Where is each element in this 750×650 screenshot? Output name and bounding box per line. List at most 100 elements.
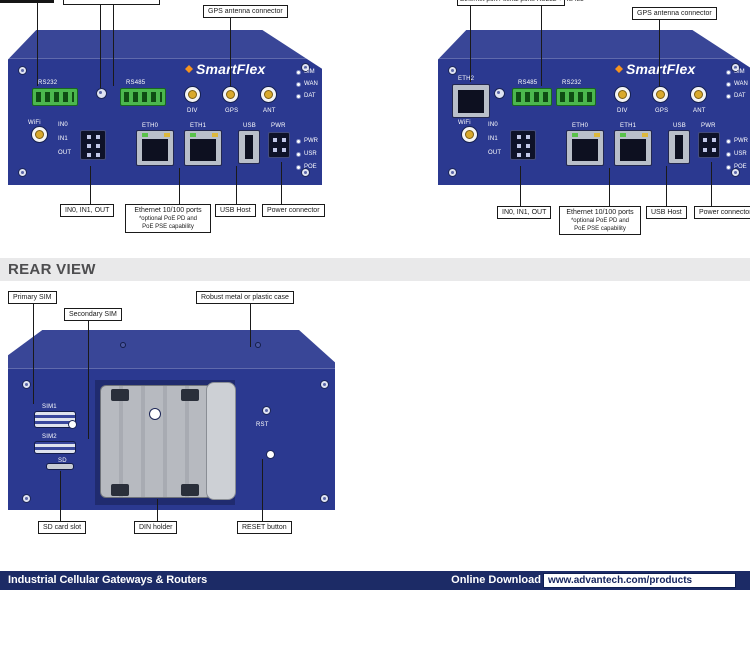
out-label: OUT [488, 150, 502, 156]
callout-ethernet-line3: PoE PSE capability [574, 226, 626, 232]
led-label: POE [304, 164, 317, 170]
led-dot-icon [296, 151, 301, 157]
din-holder-bracket [100, 385, 212, 498]
callout-gps-antenna: GPS antenna connector [632, 7, 717, 20]
footer-url-link[interactable]: www.advantech.com/products [543, 573, 736, 588]
screw-icon [120, 342, 126, 348]
callout-primary-sim: Primary SIM [8, 291, 57, 304]
pwr-label: PWR [271, 123, 286, 129]
screw-icon [22, 380, 31, 389]
callout-line [609, 168, 610, 206]
eth1-port [184, 130, 222, 166]
bracket-slot [111, 484, 129, 496]
callout-line [113, 4, 114, 86]
callout-line [281, 162, 282, 204]
led-label: POE [734, 164, 747, 170]
smartflex-logo: SmartFlex [615, 62, 696, 76]
callout-line [37, 2, 38, 86]
screw-icon [22, 494, 31, 503]
screw-icon [18, 66, 27, 75]
callout-ethernet: Ethernet 10/100 ports *optional PoE PD a… [125, 204, 211, 233]
callout-ethernet-line1: Ethernet 10/100 ports [134, 207, 202, 214]
io-connector [80, 130, 106, 160]
front-device-left: RS232 RS485 SmartFlex DIV GPS ANT SIM WA… [8, 30, 322, 185]
screw-icon [320, 494, 329, 503]
screw-icon [731, 168, 740, 177]
callout-line [236, 166, 237, 204]
callout-sd-card-slot: SD card slot [38, 521, 87, 534]
callout-ethernet-line2: *optional PoE PD and [570, 218, 630, 224]
led-dot-icon [726, 164, 731, 170]
callout-line [541, 5, 542, 86]
callout-line [100, 4, 101, 88]
rs485-terminal-block [512, 88, 552, 106]
eth1-port [614, 130, 652, 166]
wifi-antenna-connector [461, 126, 478, 143]
callout-line [33, 301, 34, 404]
screw-icon [448, 66, 457, 75]
eth0-port [136, 130, 174, 166]
led-label: SIM [304, 69, 315, 75]
rear-view-title: REAR VIEW [8, 261, 96, 278]
brand-icon [185, 65, 193, 73]
io-connector [510, 130, 536, 160]
div-label: DIV [187, 108, 198, 114]
rs485-label: RS485 [518, 80, 538, 86]
callout-line [157, 499, 158, 521]
ant-label: ANT [263, 108, 276, 114]
led-label: USR [734, 151, 747, 157]
power-connector [698, 132, 720, 158]
callout-ethernet-line1: Ethernet 10/100 ports [566, 209, 634, 216]
led-sim: SIM [726, 69, 745, 75]
eth0-label: ETH0 [572, 123, 589, 129]
led-dot-icon [296, 81, 301, 87]
sim2-slot [34, 441, 76, 454]
in1-label: IN1 [488, 136, 498, 142]
callout-line [179, 168, 180, 204]
callout-line [250, 301, 251, 347]
led-poe: POE [726, 164, 747, 170]
rear-view-section-bar: REAR VIEW [0, 258, 750, 281]
ant-antenna-connector [690, 86, 707, 103]
led-dot-icon [296, 69, 301, 75]
usb-label: USB [243, 123, 256, 129]
callout-line [230, 16, 231, 86]
led-wan: WAN [296, 81, 318, 87]
callout-line [90, 166, 91, 204]
led-dat: DAT [726, 93, 746, 99]
callout-line [262, 459, 263, 521]
cutoff-callout-box [63, 0, 160, 5]
led-sim: SIM [296, 69, 315, 75]
screw-icon [320, 380, 329, 389]
device-top-face [8, 30, 322, 58]
out-label: OUT [58, 150, 72, 156]
led-label: PWR [304, 138, 318, 144]
led-dot-icon [296, 138, 301, 144]
sim-eject-button [68, 420, 77, 429]
rs232-terminal-block [32, 88, 78, 106]
led-label: PWR [734, 138, 748, 144]
led-dot-icon [726, 93, 731, 99]
led-usr: USR [296, 151, 317, 157]
screw-icon [448, 168, 457, 177]
gps-antenna-connector [222, 86, 239, 103]
usb-port [668, 130, 690, 164]
callout-power-connector: Power connector [694, 206, 750, 219]
sim1-label: SIM1 [42, 404, 57, 410]
usb-label: USB [673, 123, 686, 129]
callout-eth-serial-ports: Ethernet port / serial ports RS232 + RS4… [457, 0, 584, 6]
power-connector [268, 132, 290, 158]
callout-io: IN0, IN1, OUT [60, 204, 115, 217]
usb-port [238, 130, 260, 164]
led-wan: WAN [726, 81, 748, 87]
logo-text: SmartFlex [626, 61, 696, 77]
led-dat: DAT [296, 93, 316, 99]
eth1-label: ETH1 [190, 123, 207, 129]
sd-label: SD [58, 458, 67, 464]
bracket-slot [111, 389, 129, 401]
wifi-antenna-connector [31, 126, 48, 143]
eth0-port [566, 130, 604, 166]
wifi-label: WiFi [28, 120, 41, 126]
led-label: SIM [734, 69, 745, 75]
callout-line [666, 166, 667, 206]
